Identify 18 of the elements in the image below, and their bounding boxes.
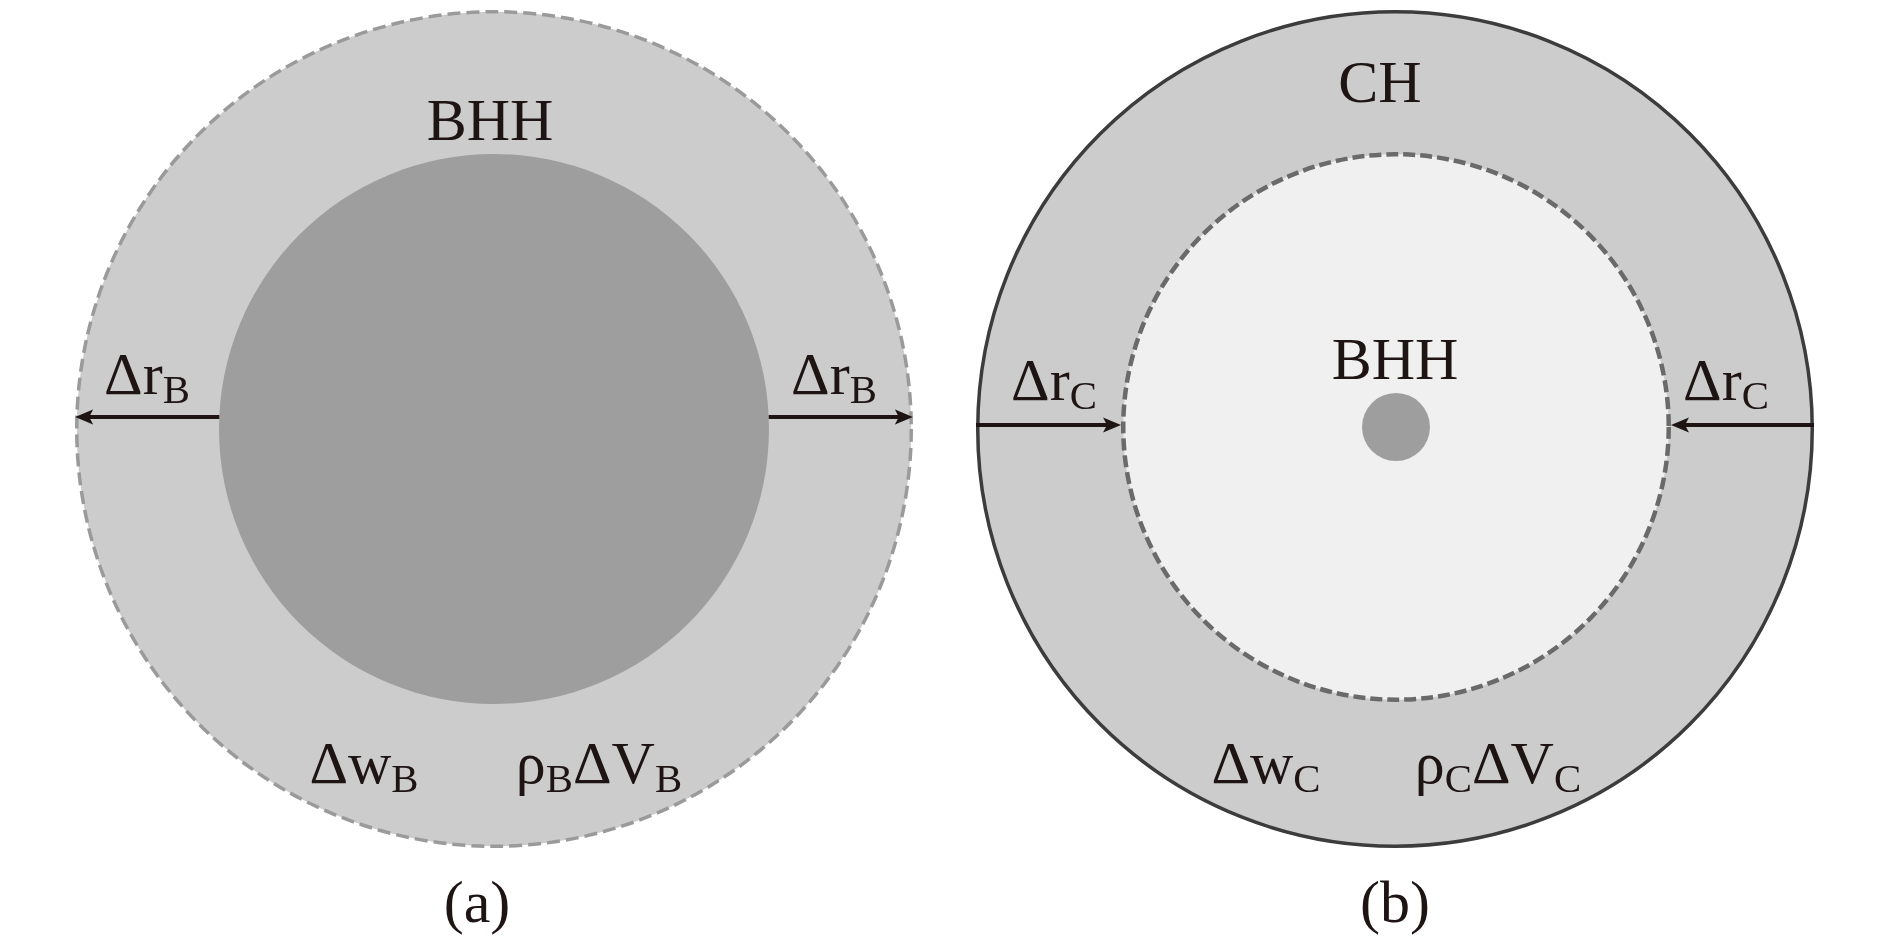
center-dot xyxy=(1362,393,1430,461)
region-label: BHH xyxy=(426,90,554,150)
shell-circle xyxy=(976,10,1814,848)
edge-label: Δr$_{B}$ xyxy=(104,344,190,404)
edge-label: Δr$_{B}$ xyxy=(791,344,877,404)
edge-label: Δr$_{C}$ xyxy=(1011,350,1097,410)
arrow xyxy=(976,417,1121,433)
shell-circle xyxy=(75,10,913,848)
arrow xyxy=(768,409,913,425)
edge-label: Δr$_{C}$ xyxy=(1683,350,1769,410)
core-circle xyxy=(219,154,769,704)
arrow xyxy=(75,409,220,425)
formula-label: Δw$_{B}$ xyxy=(309,733,419,793)
arrow xyxy=(1671,417,1814,433)
region-label: CH xyxy=(1338,52,1422,112)
horizon-circle xyxy=(1121,152,1671,702)
formula-label: Δw$_{C}$ xyxy=(1211,733,1321,793)
region-label: BHH xyxy=(1331,328,1459,389)
